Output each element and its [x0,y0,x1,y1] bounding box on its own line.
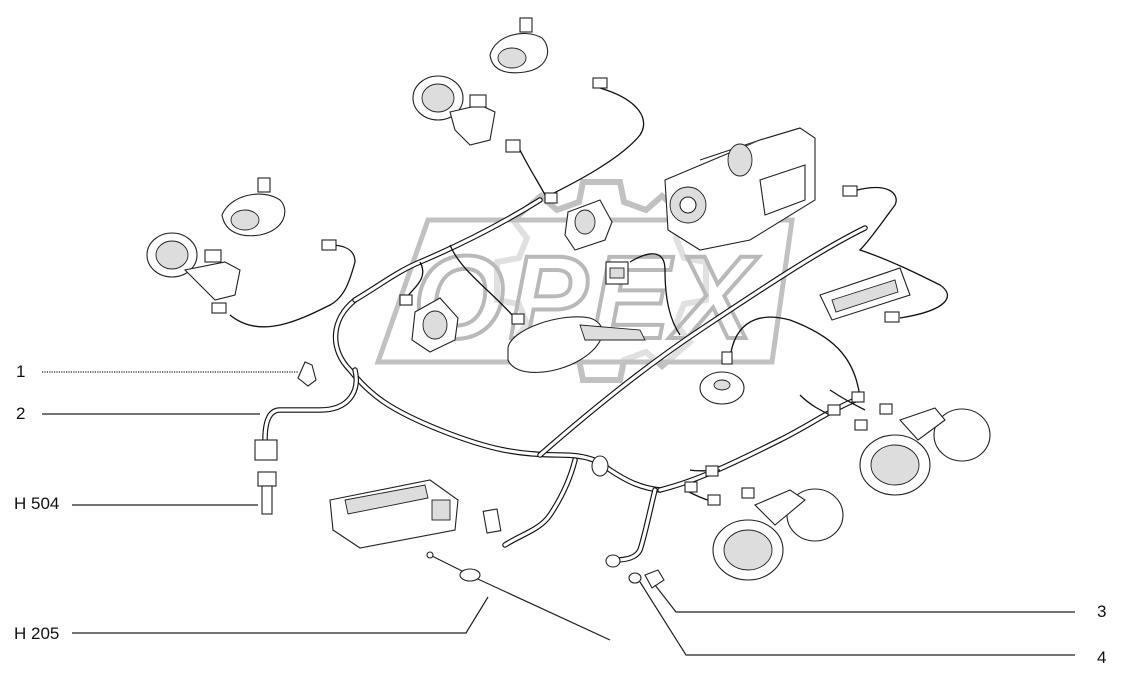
connector [684,481,698,493]
callout-h205: H 205 [14,624,60,643]
work-lamp-left-rear [221,177,286,237]
connector [321,239,337,251]
blower-unit [664,127,816,251]
grommet [591,455,609,477]
callout-3: 3 [1097,602,1107,621]
connector [544,192,558,204]
headlamp-right-rear [859,407,991,496]
connector [741,487,755,499]
speaker-right [564,199,613,251]
antenna-base [699,371,745,405]
part-4-washer [628,572,642,584]
connector [505,139,521,153]
connector [592,77,608,89]
part-1-clip [297,361,317,387]
connector [827,404,841,416]
connector [211,302,227,314]
connector [851,391,865,403]
part-fuse-block [482,508,502,534]
part-h504-fuse [257,471,277,515]
interior-lamp [507,316,646,373]
work-lamp-center-rear [489,17,549,74]
callout-1: 1 [16,362,26,381]
connector [705,465,719,477]
main-harness [262,197,868,568]
connector [511,313,525,325]
leader-lines [42,371,1075,656]
connector [707,494,721,506]
connectors [211,77,900,506]
headlamp-right-front [712,488,844,581]
work-lamp-left [146,232,241,301]
connector [884,311,900,323]
connector [854,419,868,431]
part-2-harness-plug [254,439,278,461]
part-h205-antenna [426,551,611,641]
connector [842,185,858,197]
callout-2: 2 [16,404,26,423]
thin-wires [229,87,949,503]
relay [605,261,629,285]
work-lamp-center [412,75,496,146]
part-3-bolt [644,569,665,589]
connector [879,403,893,415]
grommet-ring [605,554,621,568]
speaker-left [411,297,459,353]
callout-h504: H 504 [14,494,60,513]
radio-unit-front [329,479,459,549]
callout-4: 4 [1097,648,1107,667]
radio-unit-rear [819,267,911,321]
connector [399,294,413,306]
connector [721,351,733,365]
